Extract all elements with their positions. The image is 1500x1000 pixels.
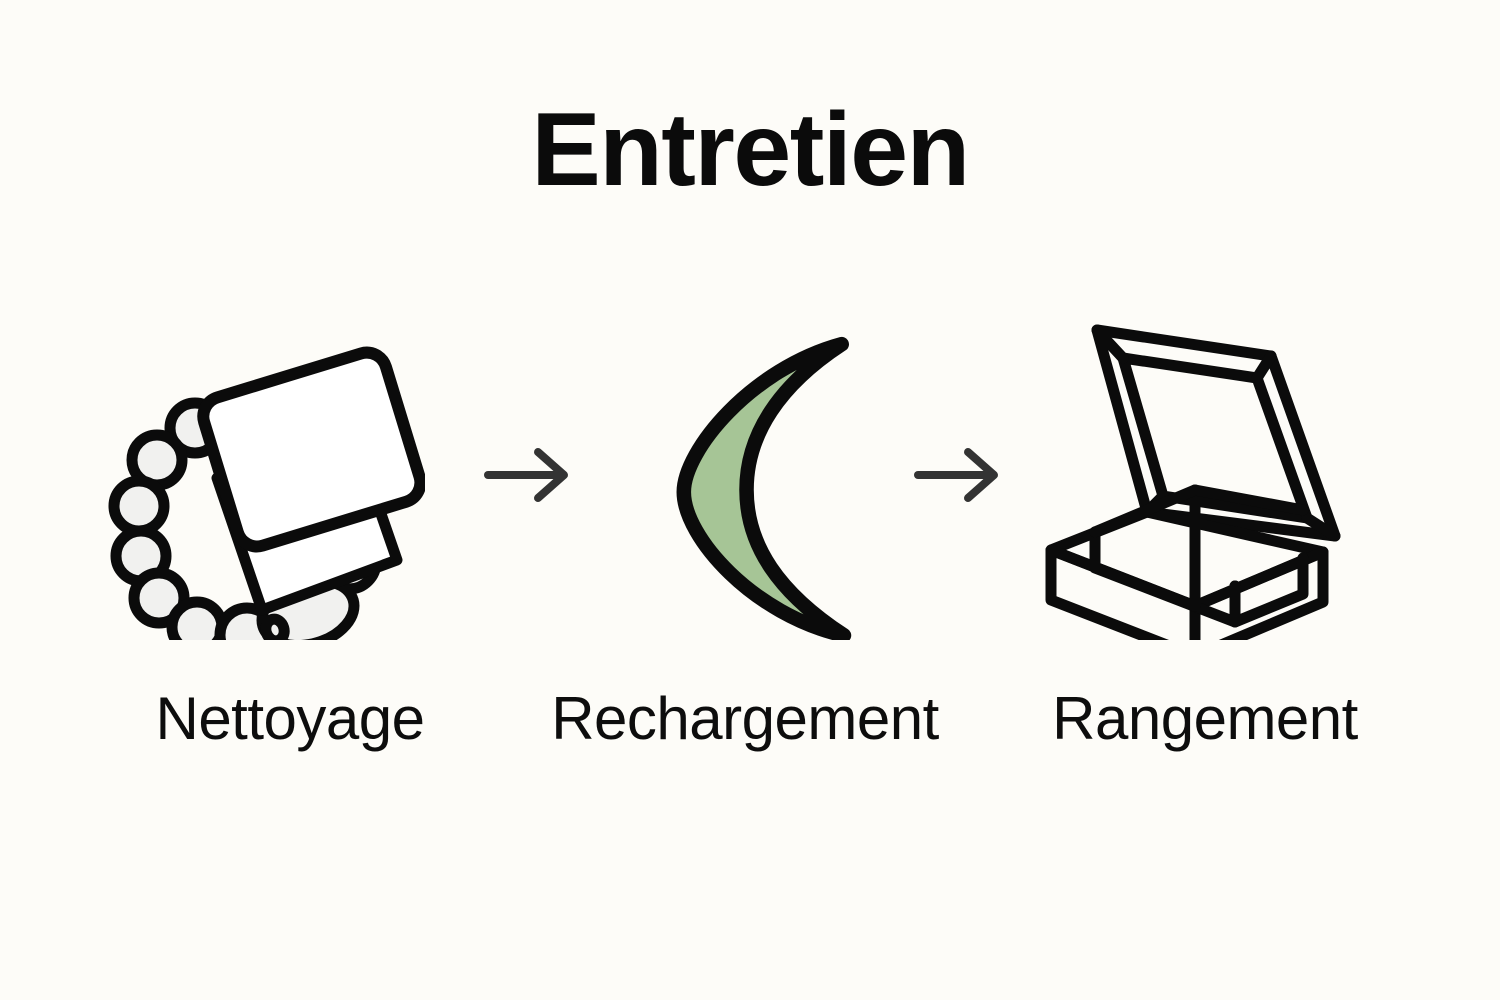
jewelry-box-icon [1045,324,1341,640]
step-label-rechargement: Rechargement [551,685,939,752]
crescent-moon-icon [676,336,852,640]
arrow-right-icon [484,448,568,502]
step-nettoyage [85,300,425,640]
bracelet-with-cloth-icon [108,346,425,640]
arrow-right-icon [914,448,998,502]
step-rangement [1035,300,1375,640]
step-label-rangement: Rangement [1052,685,1358,752]
steps-row [0,300,1500,640]
page-title: Entretien [531,92,970,208]
step-rechargement [580,300,920,640]
step-labels-row: Nettoyage Rechargement Rangement [0,683,1500,763]
step-label-nettoyage: Nettoyage [155,685,425,752]
